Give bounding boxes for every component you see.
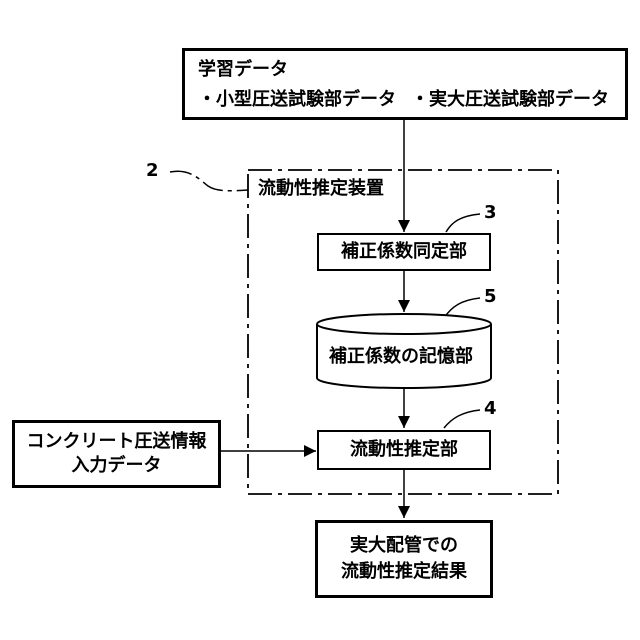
coef-identification-label: 補正係数同定部 — [341, 243, 467, 261]
learning-data-box: 学習データ ・小型圧送試験部データ ・実大圧送試験部データ — [182, 48, 628, 120]
result-box: 実大配管での 流動性推定結果 — [315, 520, 493, 598]
result-line1: 実大配管での — [350, 537, 458, 555]
device-ref-leader — [170, 171, 248, 191]
concrete-input-box: コンクリート圧送情報 入力データ — [12, 420, 221, 488]
coef-identification-box: 補正係数同定部 — [317, 233, 491, 271]
result-line2: 流動性推定結果 — [341, 563, 467, 581]
coef-storage-ref: 5 — [484, 288, 497, 306]
learning-data-title: 学習データ — [198, 61, 288, 79]
coef-storage-label: 補正係数の記憶部 — [329, 348, 473, 366]
estimation-ref: 4 — [484, 400, 497, 418]
coef-identification-ref: 3 — [484, 204, 497, 222]
estimation-box: 流動性推定部 — [317, 430, 491, 470]
concrete-input-line1: コンクリート圧送情報 — [27, 433, 207, 451]
estimation-label: 流動性推定部 — [350, 441, 458, 459]
device-label: 流動性推定装置 — [258, 180, 384, 198]
learning-data-item-small: ・小型圧送試験部データ — [198, 91, 396, 109]
ref-3-leader — [446, 214, 480, 232]
device-ref-number: 2 — [146, 162, 159, 180]
concrete-input-line2: 入力データ — [72, 457, 162, 475]
ref-4-leader — [444, 410, 480, 428]
learning-data-item-full: ・実大圧送試験部データ — [411, 91, 609, 109]
